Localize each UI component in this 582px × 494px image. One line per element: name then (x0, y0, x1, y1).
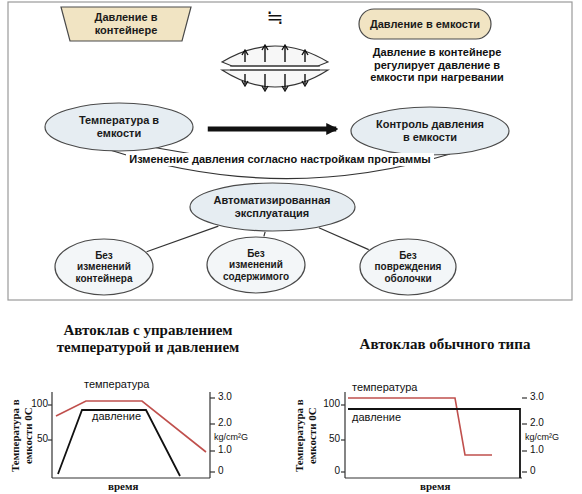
process-ellipse: Контроль давления в емкости (350, 106, 510, 156)
node-label: Давление в емкости (365, 18, 486, 31)
node-label: Автоматизированная эксплуатация (212, 194, 332, 219)
process-ellipse: Автоматизированная эксплуатация (189, 182, 356, 232)
text-label: 3.0 (530, 391, 560, 403)
text-label: температура (352, 381, 442, 394)
text-label: Автоклав с управлением температурой и да… (28, 322, 268, 357)
pressure-curve (348, 409, 520, 478)
connector (319, 228, 369, 250)
text-label: 0 (218, 465, 248, 477)
temperature-curve (348, 398, 492, 455)
chart-axes (48, 392, 215, 478)
node-label: Температура в емкости (65, 114, 173, 139)
node-label: Давление в контейнере (67, 11, 186, 36)
result-circle: Без изменений контейнера (54, 238, 154, 296)
frame (8, 2, 572, 300)
text-label: 3.0 (218, 391, 248, 403)
result-circle: Без изменений содержимого (206, 236, 306, 294)
text-label: время (420, 480, 480, 493)
text-label: 2.0 (218, 417, 248, 429)
text-label: давление (352, 411, 432, 424)
node-label: Контроль давления в емкости (373, 118, 488, 143)
node-label: Без изменений содержимого (220, 248, 292, 283)
chart-axes (341, 392, 527, 478)
text-label: температура (84, 378, 174, 391)
text-label: 1.0 (530, 444, 560, 456)
node-label: Без повреждения оболочки (373, 250, 444, 285)
text-label: 2.0 (530, 417, 560, 429)
pressure-box: Давление в контейнере (60, 6, 192, 42)
text-label: ≒ (262, 6, 288, 29)
text-label: Температура в емкости 0С (9, 390, 34, 482)
text-label: 50 (24, 433, 48, 445)
text-label: Автоклав обычного типа (330, 336, 560, 353)
connector (208, 127, 336, 132)
text-label: Давление в контейнере регулирует давлени… (362, 46, 512, 84)
pressure-curve (58, 410, 180, 476)
text-label: 100 (314, 398, 340, 410)
text-label: давление (92, 410, 172, 423)
connector (264, 232, 265, 236)
text-label: Температура в емкости 0С (293, 390, 318, 482)
node-label: Без изменений контейнера (68, 250, 140, 285)
text-label: время (108, 480, 168, 493)
pressure-box: Давление в емкости (358, 8, 492, 40)
text-label: kg/cm²G (214, 432, 274, 442)
text-label: 50 (314, 433, 340, 445)
process-ellipse: Температура в емкости (44, 102, 194, 152)
text-label: 100 (24, 398, 48, 410)
result-circle: Без повреждения оболочки (359, 238, 457, 296)
text-label: 0 (314, 465, 340, 477)
text-label: 0 (530, 465, 560, 477)
temperature-curve (56, 401, 206, 452)
connector (147, 226, 219, 252)
pressure-arrows (242, 45, 308, 91)
text-label: Изменение давления согласно настройкам п… (126, 153, 434, 166)
text-label: kg/cm²G (525, 432, 580, 442)
text-label: 1.0 (218, 444, 248, 456)
container-symbol (222, 46, 328, 87)
